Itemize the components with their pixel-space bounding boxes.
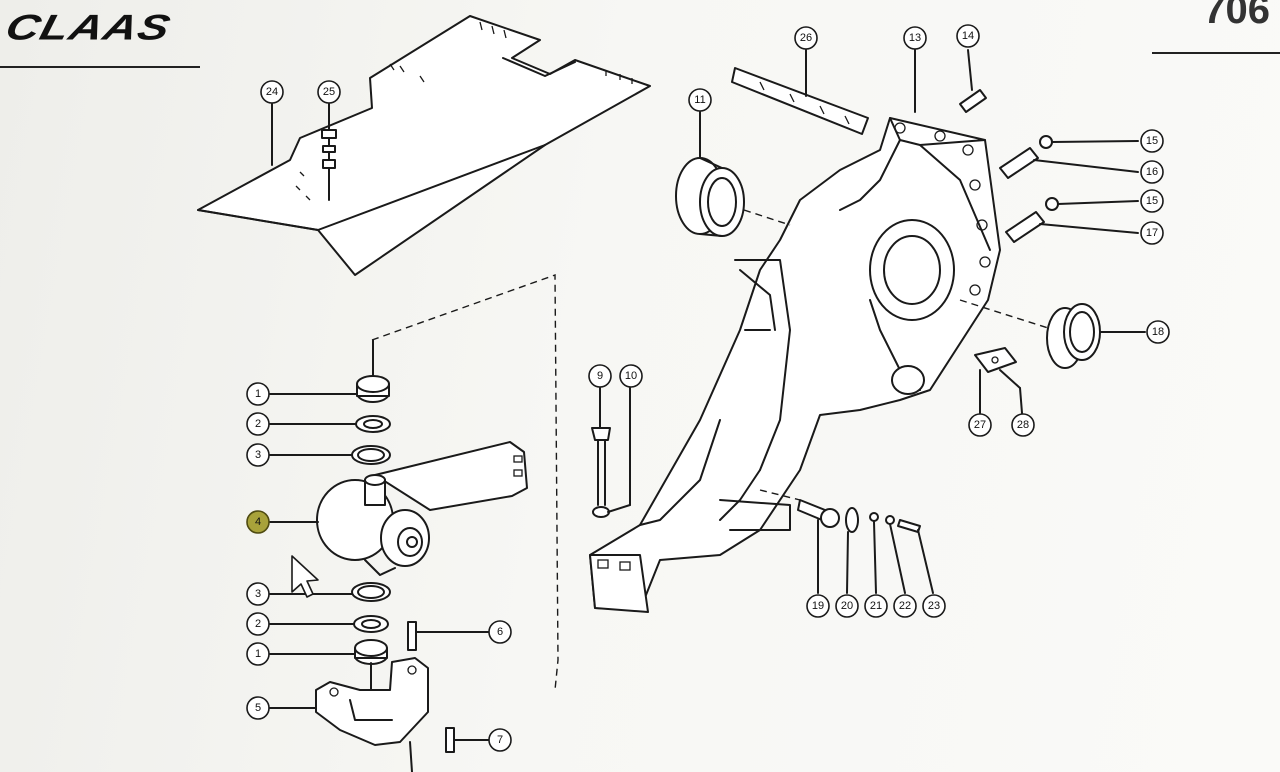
callout-4-selected[interactable]: 4	[246, 510, 270, 534]
svg-text:22: 22	[899, 600, 911, 612]
callout-19[interactable]: 19	[806, 594, 830, 618]
callout-28[interactable]: 28	[1011, 413, 1035, 437]
callout-16[interactable]: 16	[1140, 160, 1164, 184]
svg-text:2: 2	[255, 618, 261, 630]
callout-24[interactable]: 24	[260, 80, 284, 104]
bushing-11	[675, 111, 791, 237]
deflector-plate	[197, 15, 651, 276]
svg-text:9: 9	[597, 370, 603, 382]
svg-text:25: 25	[323, 86, 335, 98]
callout-7[interactable]: 7	[488, 728, 512, 752]
svg-text:10: 10	[625, 370, 637, 382]
callout-1-lower[interactable]: 1	[246, 642, 270, 666]
callout-15-lower[interactable]: 15	[1140, 189, 1164, 213]
callout-13[interactable]: 13	[903, 26, 927, 50]
pivot-stack-lower	[351, 582, 391, 701]
callout-15-upper[interactable]: 15	[1140, 129, 1164, 153]
callout-3-upper[interactable]: 3	[246, 443, 270, 467]
callout-3-lower[interactable]: 3	[246, 582, 270, 606]
svg-text:3: 3	[255, 449, 261, 461]
bolts-15-16-17	[999, 135, 1139, 243]
callout-10[interactable]: 10	[619, 364, 643, 388]
pin-6-bolt-7	[407, 621, 491, 753]
callout-9[interactable]: 9	[588, 364, 612, 388]
seal-ring-18	[959, 299, 1146, 369]
svg-text:21: 21	[870, 600, 882, 612]
tensioner-parts-19-23	[759, 489, 934, 594]
page-number: 706	[1203, 0, 1270, 32]
callout-17[interactable]: 17	[1140, 221, 1164, 245]
svg-text:7: 7	[497, 734, 503, 746]
callout-27[interactable]: 27	[968, 413, 992, 437]
bracket-27-screw-28	[974, 347, 1023, 414]
svg-text:14: 14	[962, 30, 974, 42]
callout-26[interactable]: 26	[794, 26, 818, 50]
svg-text:2: 2	[255, 418, 261, 430]
header-rule-left	[0, 66, 200, 68]
mounting-bracket-5	[315, 657, 429, 772]
main-gear-housing	[589, 49, 1001, 613]
bolt-25	[321, 103, 337, 201]
header-rule-right	[1152, 52, 1280, 54]
callout-14[interactable]: 14	[956, 24, 980, 48]
callout-2-upper[interactable]: 2	[246, 412, 270, 436]
svg-text:19: 19	[812, 600, 824, 612]
callout-21[interactable]: 21	[864, 594, 888, 618]
svg-text:6: 6	[497, 626, 503, 638]
pivot-stack-upper	[351, 339, 391, 465]
callout-25[interactable]: 25	[317, 80, 341, 104]
callout-2-lower[interactable]: 2	[246, 612, 270, 636]
svg-text:18: 18	[1152, 326, 1164, 338]
callout-6[interactable]: 6	[488, 620, 512, 644]
svg-text:13: 13	[909, 32, 921, 44]
svg-text:4: 4	[255, 516, 261, 528]
svg-text:11: 11	[694, 94, 705, 106]
svg-text:5: 5	[255, 702, 261, 714]
bolt-9-washer-10	[591, 387, 631, 518]
callout-23[interactable]: 23	[922, 594, 946, 618]
svg-text:23: 23	[928, 600, 940, 612]
svg-text:17: 17	[1146, 227, 1158, 239]
callout-22[interactable]: 22	[893, 594, 917, 618]
svg-text:16: 16	[1146, 166, 1158, 178]
svg-text:1: 1	[255, 388, 261, 400]
svg-text:24: 24	[266, 86, 278, 98]
svg-text:26: 26	[800, 32, 812, 44]
svg-text:1: 1	[255, 648, 261, 660]
callout-5[interactable]: 5	[246, 696, 270, 720]
swing-arm-4	[316, 441, 528, 576]
svg-text:15: 15	[1146, 195, 1158, 207]
svg-text:15: 15	[1146, 135, 1158, 147]
dowel-pin-14	[959, 49, 987, 113]
callout-11[interactable]: 11	[688, 88, 712, 112]
callout-20[interactable]: 20	[835, 594, 859, 618]
callout-1-upper[interactable]: 1	[246, 382, 270, 406]
svg-text:3: 3	[255, 588, 261, 600]
wear-strip	[731, 49, 869, 135]
arrow-pointer-icon	[291, 555, 319, 598]
callout-18[interactable]: 18	[1146, 320, 1170, 344]
svg-text:20: 20	[841, 600, 853, 612]
svg-text:27: 27	[974, 419, 986, 431]
svg-text:28: 28	[1017, 419, 1029, 431]
